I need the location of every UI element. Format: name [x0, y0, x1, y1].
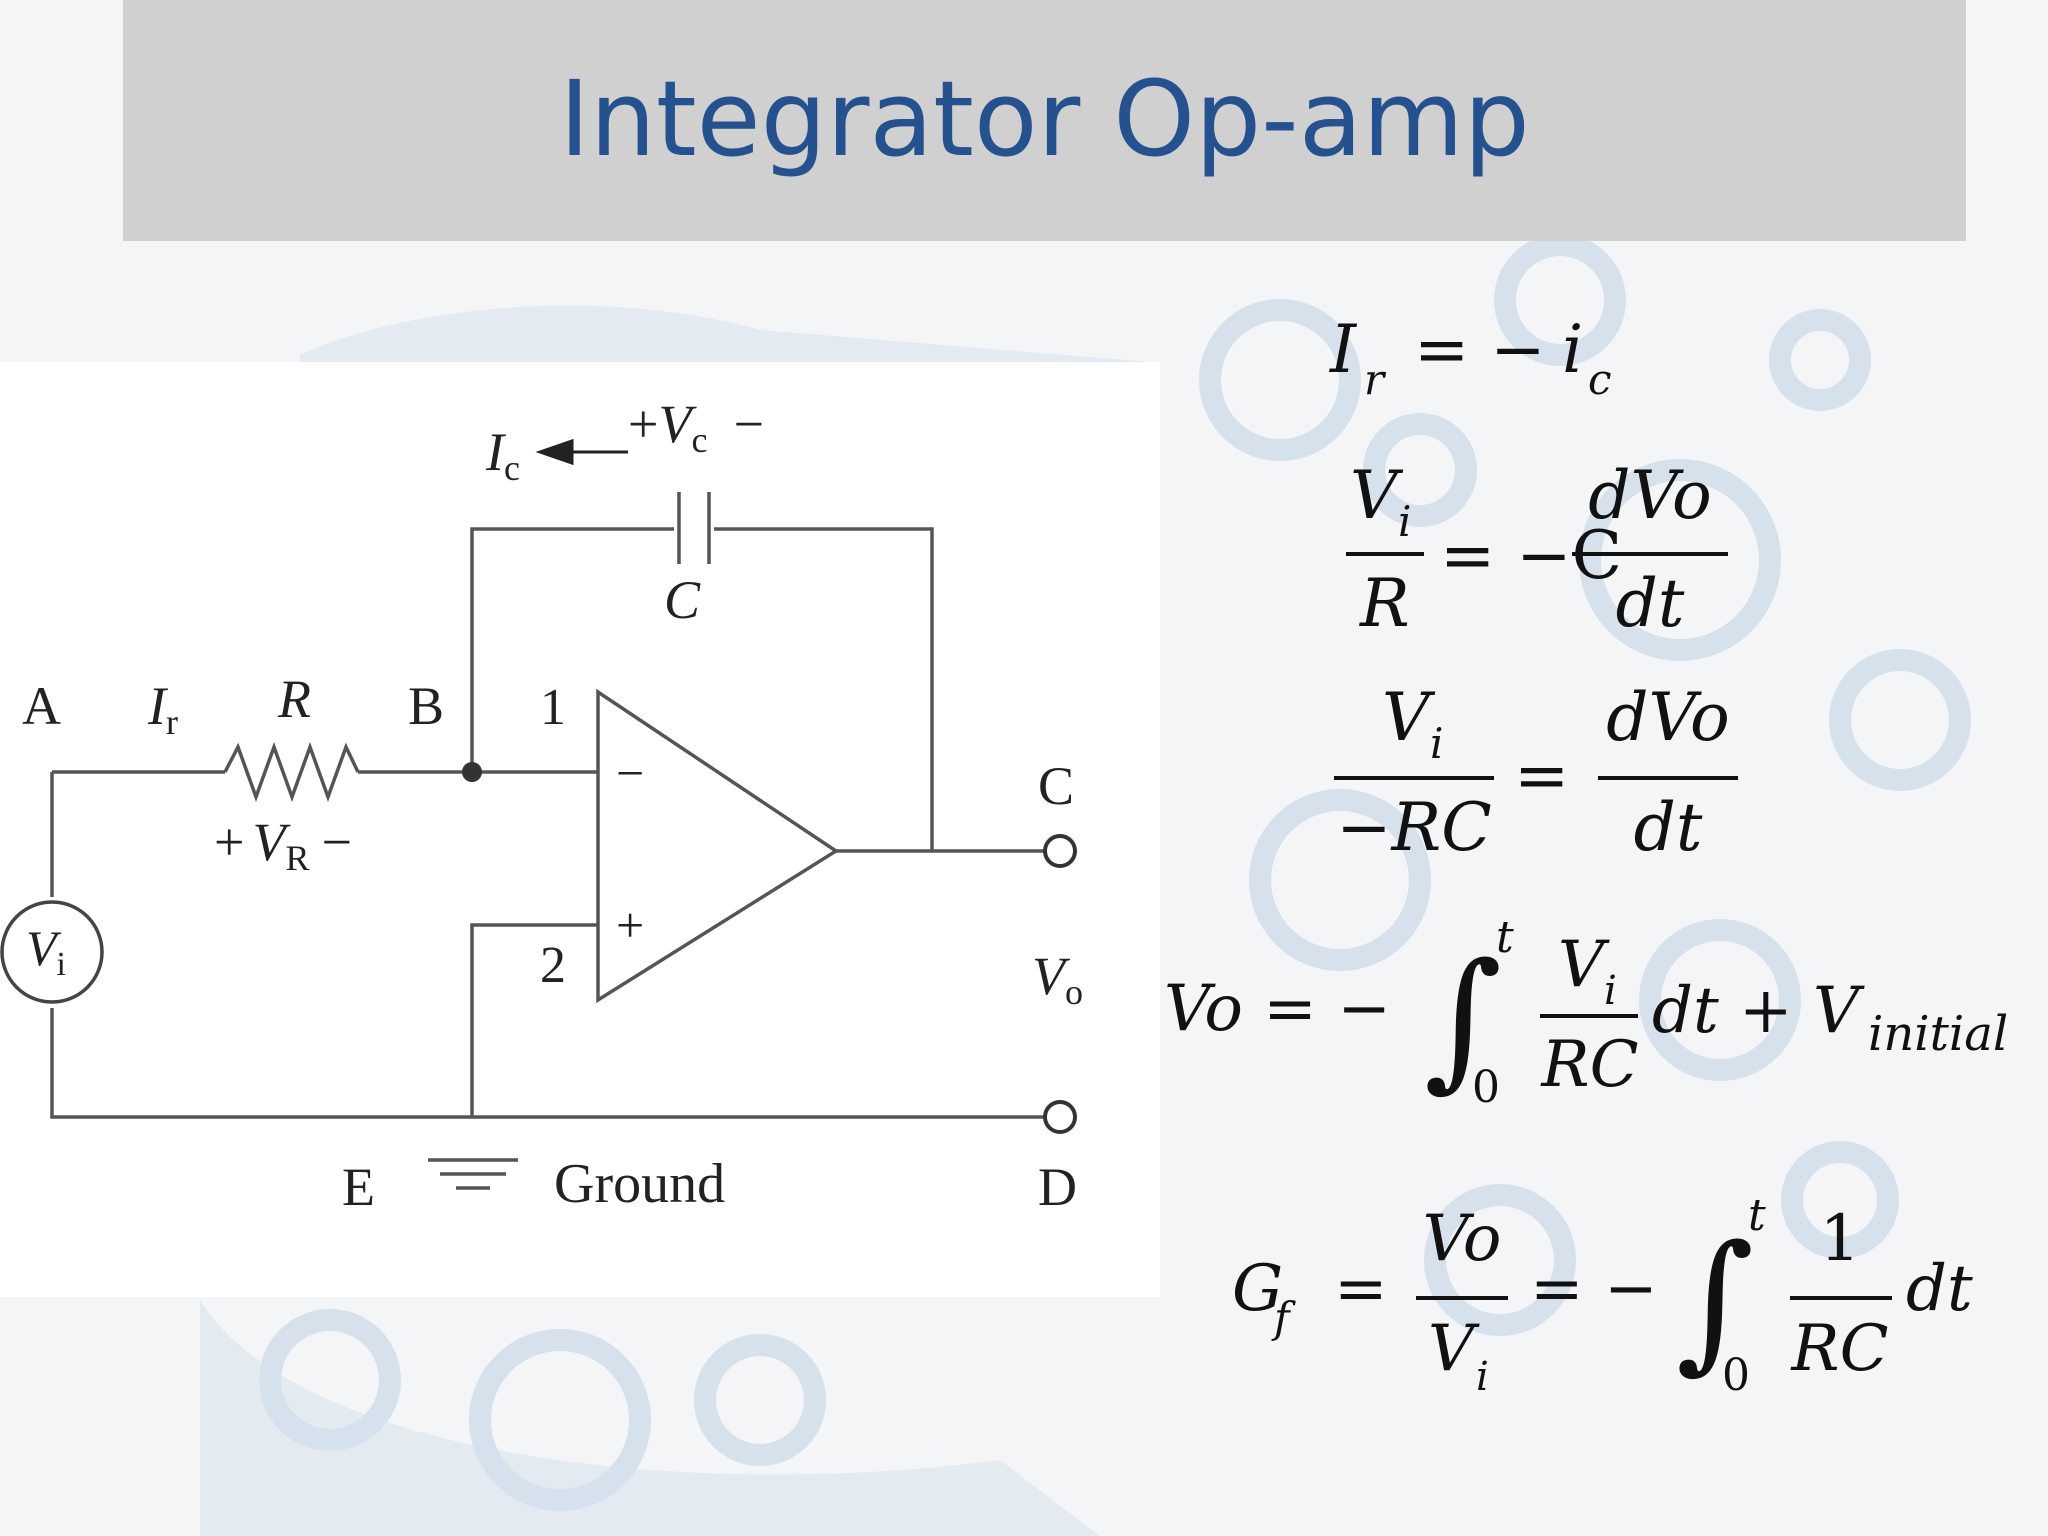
- eq4-tail: dt + V: [1652, 974, 1865, 1048]
- voltage-source-vi: [0, 900, 104, 1004]
- eq4-num: V: [1558, 928, 1610, 1002]
- eq5-den: V: [1428, 1312, 1480, 1386]
- eq1-op: = −: [1414, 311, 1546, 388]
- ground-symbol: [428, 1158, 518, 1190]
- current-c-label: Ic: [485, 422, 520, 488]
- eq5-upper: t: [1748, 1190, 1766, 1241]
- eq3-den: −RC: [1336, 789, 1492, 866]
- node-e-label: E: [342, 1157, 375, 1217]
- eq4-num-sub: i: [1604, 968, 1617, 1014]
- ic-arrow-head: [535, 438, 574, 466]
- current-r-label: Ir: [147, 676, 178, 742]
- title-bar: Integrator Op-amp: [123, 0, 1966, 241]
- eq2-num: V: [1350, 457, 1404, 534]
- equation-current-relation: I r = − i c: [1329, 300, 1670, 415]
- node-b-label: B: [408, 676, 444, 736]
- eq1-rhs: i: [1562, 311, 1583, 388]
- eq5-den-sub: i: [1476, 1354, 1489, 1400]
- eq1-lhs-sub: r: [1364, 355, 1387, 404]
- eq5-op1: =: [1334, 1252, 1388, 1326]
- eq5-lhs-sub: f: [1271, 1293, 1296, 1342]
- eq4-lower: 0: [1472, 1062, 1500, 1113]
- eq3-num-sub: i: [1430, 719, 1443, 768]
- eq4-tail-sub: initial: [1868, 1006, 2008, 1062]
- eq3-rden: dt: [1634, 789, 1703, 866]
- eq1-rhs-sub: c: [1588, 355, 1612, 404]
- terminal-c: [1043, 834, 1077, 868]
- vo-label: Vo: [1032, 946, 1083, 1012]
- eq5-lower: 0: [1722, 1350, 1750, 1401]
- eq3-num: V: [1382, 679, 1436, 756]
- eq2-num-sub: i: [1398, 497, 1411, 546]
- eq3-rnum: dVo: [1606, 679, 1730, 756]
- wire-feedback-left: [470, 527, 674, 772]
- pin-2-label: 2: [540, 937, 566, 994]
- eq5-lhs: G: [1232, 1252, 1283, 1326]
- resistor-symbol: [223, 741, 360, 803]
- eq4-den: RC: [1540, 1028, 1638, 1102]
- terminal-d: [1043, 1100, 1077, 1134]
- eq3-op: =: [1514, 737, 1569, 814]
- eq5-op2: = −: [1530, 1252, 1658, 1326]
- node-b-dot: [462, 762, 482, 782]
- eq5-num: Vo: [1423, 1202, 1502, 1276]
- eq4-lhs: Vo = −: [1164, 972, 1391, 1046]
- vi-label: Vi: [26, 920, 66, 983]
- wire-feedback-right: [714, 527, 934, 851]
- eq5-den2: RC: [1790, 1312, 1888, 1386]
- eq5-tail: dt: [1906, 1252, 1973, 1326]
- integrator-circuit-diagram: A B C D E Ground R C Ir Ic +Vc− +VR− Vi …: [0, 394, 1083, 1217]
- circuit-diagram-panel: A B C D E Ground R C Ir Ic +Vc− +VR− Vi …: [0, 362, 1160, 1297]
- node-c-label: C: [1038, 756, 1074, 816]
- pin-1-label: 1: [540, 679, 566, 736]
- noninverting-sign: +: [616, 897, 644, 953]
- resistor-label: R: [277, 669, 311, 729]
- equation-gain: G f = Vo V i = − ∫ t 0 1 RC dt: [1230, 1180, 2010, 1425]
- vr-label: +VR−: [214, 812, 352, 878]
- equation-rearranged: V i −RC = dVo dt: [1330, 670, 1790, 875]
- inverting-sign: −: [616, 745, 644, 801]
- eq1-lhs: I: [1329, 311, 1358, 388]
- equation-differential-form: V i R = −C dVo dt: [1340, 448, 1800, 653]
- eq5-integral-sign: ∫: [1676, 1214, 1754, 1388]
- equation-output-integral: Vo = − ∫ t 0 V i RC dt + V initial: [1162, 900, 2048, 1135]
- capacitor-label: C: [664, 570, 701, 630]
- eq2-rnum: dVo: [1588, 457, 1712, 534]
- wire-source-bottom: [50, 1008, 1045, 1119]
- slide-title: Integrator Op-amp: [559, 58, 1530, 180]
- wire-noninverting-to-ground: [470, 923, 598, 1117]
- ground-label: Ground: [554, 1153, 725, 1215]
- eq2-den: R: [1359, 565, 1410, 642]
- eq5-num2: 1: [1820, 1202, 1861, 1276]
- eq4-upper: t: [1496, 912, 1514, 963]
- node-a-label: A: [22, 676, 61, 736]
- opamp-triangle: [596, 688, 840, 1004]
- vc-label: +Vc−: [628, 394, 764, 460]
- eq4-integral-sign: ∫: [1424, 932, 1502, 1106]
- eq2-rden: dt: [1616, 565, 1685, 642]
- node-d-label: D: [1038, 1157, 1077, 1217]
